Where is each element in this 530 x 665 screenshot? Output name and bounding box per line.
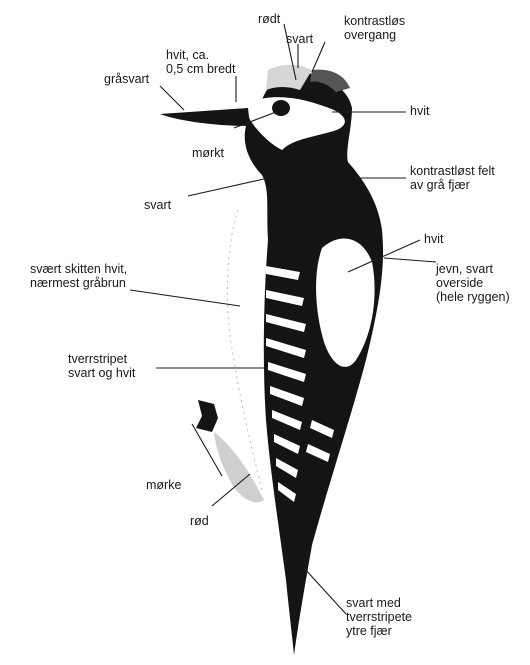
label-svart-neck: svart — [144, 198, 171, 212]
label-tverrstripet: tverrstripet svart og hvit — [68, 352, 135, 380]
leader-jevn-svart — [384, 258, 436, 262]
label-rodt: rødt — [258, 12, 280, 26]
dark-undertail-mark — [196, 400, 218, 432]
leader-svart-med — [304, 568, 346, 614]
label-kontrastlos-overgang: kontrastløs overgang — [344, 14, 405, 42]
label-hvit-ca: hvit, ca. 0,5 cm bredt — [166, 48, 235, 76]
label-hvit-cheek: hvit — [410, 104, 429, 118]
label-jevn-svart: jevn, svart overside (hele ryggen) — [436, 262, 510, 304]
label-skitten-hvit: svært skitten hvit, nærmest gråbrun — [30, 262, 127, 290]
label-hvit-wing: hvit — [424, 232, 443, 246]
label-svart-top: svart — [286, 32, 313, 46]
leader-svart-neck — [188, 178, 268, 196]
leader-grasvart — [160, 86, 184, 110]
label-rod: rød — [190, 514, 209, 528]
beak — [160, 108, 250, 126]
belly-outline — [227, 210, 262, 490]
leader-skitten-hvit — [130, 290, 240, 306]
red-undertail — [214, 432, 264, 502]
label-grasvart: gråsvart — [104, 72, 149, 86]
bird-body-black — [245, 72, 383, 655]
eye — [272, 100, 290, 116]
label-svart-med: svart med tverrstripete ytre fjær — [346, 596, 412, 638]
label-morke: mørke — [146, 478, 181, 492]
label-kontrastlost-felt: kontrastløst felt av grå fjær — [410, 164, 495, 192]
label-morkt: mørkt — [192, 146, 224, 160]
leader-overgang — [312, 42, 325, 72]
